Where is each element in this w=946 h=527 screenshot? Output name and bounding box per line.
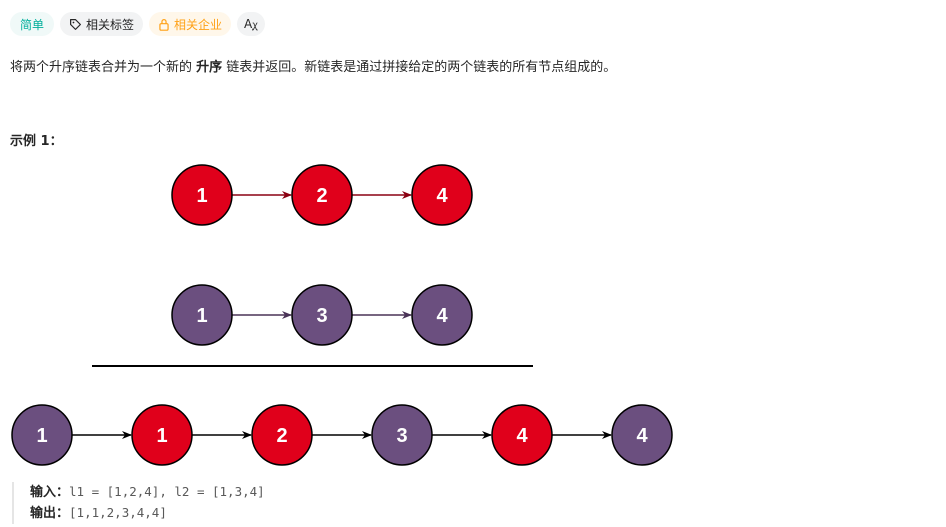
related-companies-button[interactable]: 相关企业 bbox=[149, 12, 232, 36]
merged-node bbox=[491, 404, 553, 466]
merged-node bbox=[11, 404, 73, 466]
list1-node-label: 4 bbox=[436, 185, 448, 207]
example-io: 输入：l1 = [1,2,4], l2 = [1,3,4] 输出：[1,1,2,… bbox=[12, 482, 265, 524]
list1-node bbox=[411, 164, 473, 226]
list1-node bbox=[291, 164, 353, 226]
problem-description: 将两个升序链表合并为一个新的 升序 链表并返回。新链表是通过拼接给定的两个链表的… bbox=[10, 56, 616, 75]
output-line: 输出：[1,1,2,3,4,4] bbox=[30, 503, 265, 524]
merged-node-label: 3 bbox=[396, 425, 407, 447]
related-companies-label: 相关企业 bbox=[174, 17, 223, 32]
translate-button[interactable]: Aꭕ bbox=[237, 12, 265, 36]
list2-node-label: 4 bbox=[436, 305, 448, 327]
related-tags-label: 相关标签 bbox=[86, 17, 135, 32]
merged-node-label: 2 bbox=[276, 425, 287, 447]
merge-diagram: 1 2 4 1 3 4 1 1 2 3 4 4 bbox=[11, 164, 673, 466]
list2-node bbox=[171, 284, 233, 346]
tag-icon bbox=[69, 18, 82, 31]
list2-node bbox=[411, 284, 473, 346]
lock-icon bbox=[158, 18, 170, 31]
merged-node bbox=[611, 404, 673, 466]
list2-group: 1 3 4 bbox=[171, 284, 473, 346]
merged-node bbox=[251, 404, 313, 466]
difficulty-label: 简单 bbox=[20, 17, 45, 32]
merged-group: 1 1 2 3 4 4 bbox=[11, 404, 673, 466]
list1-node-label: 2 bbox=[316, 185, 327, 207]
example-title: 示例 1： bbox=[10, 134, 63, 149]
related-tags-button[interactable]: 相关标签 bbox=[60, 12, 144, 36]
list1-node bbox=[171, 164, 233, 226]
output-label: 输出： bbox=[30, 506, 70, 521]
list1-group: 1 2 4 bbox=[171, 164, 473, 226]
input-value: l1 = [1,2,4], l2 = [1,3,4] bbox=[69, 484, 265, 499]
translate-icon: Aꭕ bbox=[244, 17, 258, 31]
description-text-2: 链表并返回。新链表是通过拼接给定的两个链表的所有节点组成的。 bbox=[222, 60, 617, 75]
input-line: 输入：l1 = [1,2,4], l2 = [1,3,4] bbox=[30, 482, 265, 503]
merged-node bbox=[371, 404, 433, 466]
description-text-1: 将两个升序链表合并为一个新的 bbox=[10, 60, 197, 75]
description-bold: 升序 bbox=[196, 60, 223, 75]
merged-node-label: 1 bbox=[156, 425, 167, 447]
merged-node-label: 4 bbox=[516, 425, 528, 447]
merged-node-label: 1 bbox=[36, 425, 47, 447]
tag-bar: 简单 相关标签 相关企业 Aꭕ bbox=[10, 12, 265, 36]
list2-node bbox=[291, 284, 353, 346]
merged-node-label: 4 bbox=[636, 425, 648, 447]
input-label: 输入： bbox=[30, 485, 70, 500]
difficulty-badge[interactable]: 简单 bbox=[10, 12, 55, 36]
output-value: [1,1,2,3,4,4] bbox=[69, 505, 167, 520]
list2-node-label: 3 bbox=[316, 305, 327, 327]
merged-node bbox=[131, 404, 193, 466]
list2-node-label: 1 bbox=[196, 305, 207, 327]
list1-node-label: 1 bbox=[196, 185, 207, 207]
